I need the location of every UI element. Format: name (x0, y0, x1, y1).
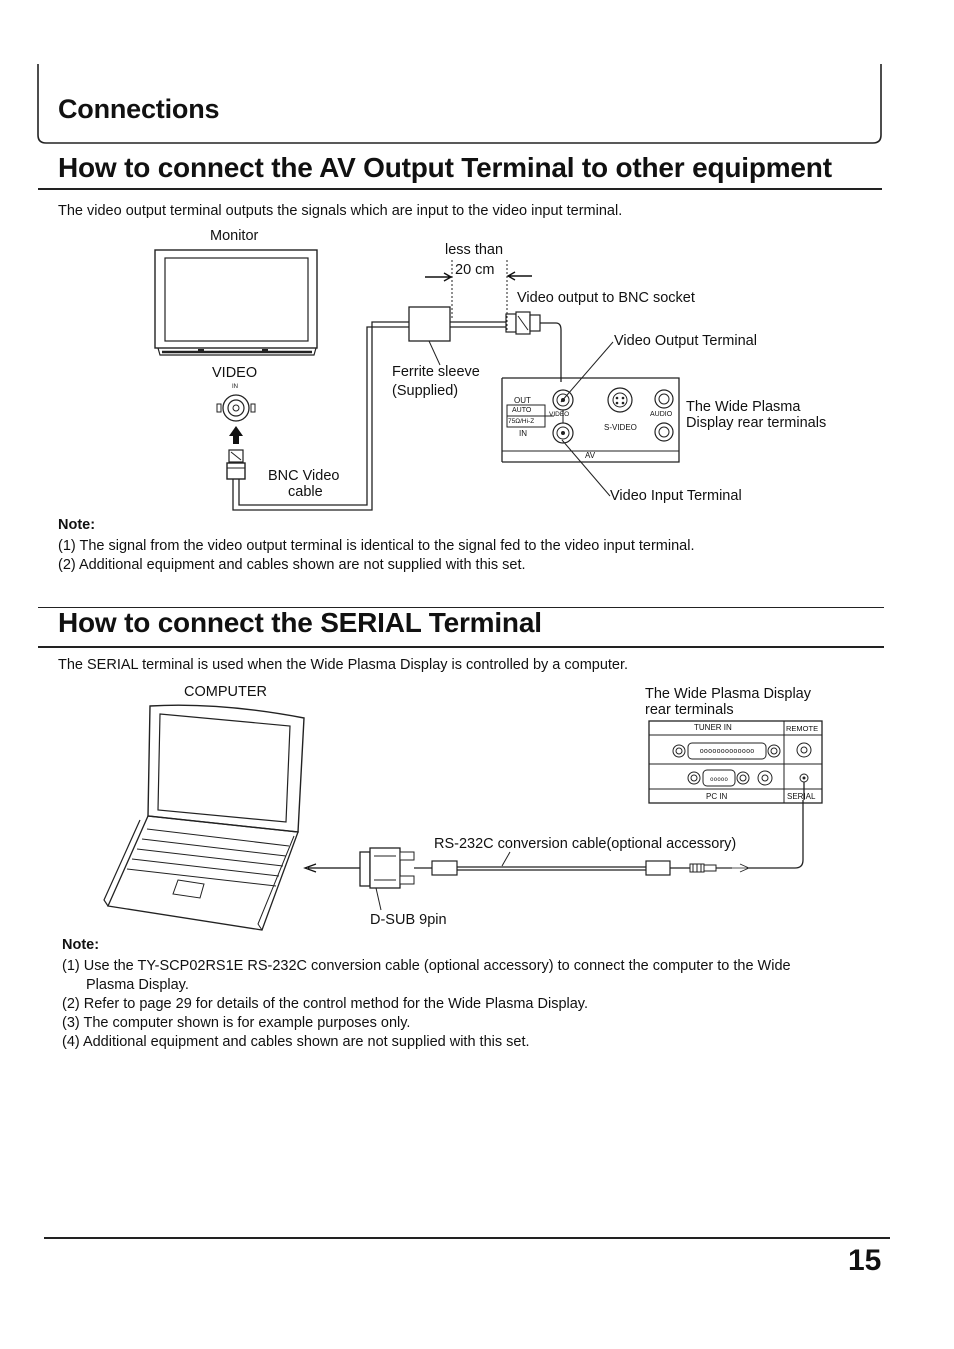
bnc-cable-label-2: cable (288, 484, 323, 500)
display-rear-label-2: Display rear terminals (686, 415, 827, 431)
remote-label: REMOTE (786, 724, 819, 733)
dim-arrow-right (506, 271, 532, 281)
video-output-terminal-label: Video Output Terminal (614, 333, 757, 349)
serial-note-1-cont: Plasma Display. (86, 977, 189, 993)
serial-section-title: How to connect the SERIAL Terminal (58, 607, 542, 638)
panel-auto-label: AUTO (512, 407, 532, 414)
video-output-bnc-label: Video output to BNC socket (517, 290, 695, 306)
serial-note-2: (2) Refer to page 29 for details of the … (62, 996, 589, 1012)
serial-note-3: (3) The computer shown is for example pu… (62, 1015, 411, 1031)
dsub-label: D-SUB 9pin (370, 912, 447, 928)
display-rear-label-1: The Wide Plasma (686, 399, 801, 415)
footer-rule (44, 1237, 890, 1239)
svg-text:ooooooooooooo: ooooooooooooo (700, 747, 755, 755)
panel-ohm-label: 75Ω/Hi-Z (508, 418, 535, 425)
bnc-cable-label-1: BNC Video (268, 468, 340, 484)
laptop-illustration (103, 704, 305, 931)
panel-svideo-label: S-VIDEO (604, 423, 637, 432)
av-rear-panel (501, 377, 680, 463)
serial-note-1: (1) Use the TY-SCP02RS1E RS-232C convers… (62, 958, 791, 974)
panel-audio-label: AUDIO (650, 411, 673, 418)
serial-note-4: (4) Additional equipment and cables show… (62, 1034, 530, 1050)
computer-label: COMPUTER (184, 684, 267, 700)
serial-top-rule (38, 607, 884, 608)
av-section-title: How to connect the AV Output Terminal to… (58, 152, 832, 183)
output-bnc-connector (505, 311, 562, 382)
serial-display-label-2: rear terminals (645, 702, 734, 718)
tuner-in-label: TUNER IN (694, 723, 732, 732)
up-arrow-icon (229, 426, 243, 444)
av-note-1: (1) The signal from the video output ter… (58, 538, 695, 554)
video-in-label: IN (232, 384, 238, 390)
av-title-rule (38, 188, 882, 190)
ferrite-label-2: (Supplied) (392, 383, 459, 399)
av-intro: The video output terminal outputs the si… (58, 203, 623, 219)
av-diagram (154, 249, 680, 511)
dsub-connector (359, 847, 415, 889)
distance-label: 20 cm (455, 262, 495, 278)
bnc-plug (226, 449, 246, 480)
serial-diagram: ooooooooooooo ooooo (103, 704, 823, 931)
serial-port-label: SERIAL (787, 792, 816, 801)
less-than-label: less than (445, 242, 504, 258)
av-note-title: Note: (58, 517, 96, 533)
serial-intro: The SERIAL terminal is used when the Wid… (58, 657, 629, 673)
video-input-terminal-label: Video Input Terminal (610, 488, 742, 504)
serial-display-label-1: The Wide Plasma Display (645, 686, 811, 702)
bnc-video-cable (232, 321, 412, 511)
header-bracket (37, 64, 882, 144)
panel-av-label: AV (585, 451, 596, 460)
ferrite-label-1: Ferrite sleeve (392, 364, 480, 380)
section-header: Connections (58, 94, 220, 124)
monitor-bnc-socket (216, 394, 256, 422)
panel-video-label: VIDEO (549, 411, 570, 418)
svg-text:ooooo: ooooo (710, 776, 728, 783)
serial-note-title: Note: (62, 937, 100, 953)
monitor-label: Monitor (210, 228, 259, 244)
monitor-illustration (154, 249, 318, 356)
left-arrow-icon (303, 863, 360, 873)
dim-arrow-left (425, 272, 453, 282)
pc-in-label: PC IN (706, 792, 728, 801)
rs232c-cable-label: RS-232C conversion cable(optional access… (434, 836, 737, 852)
page-number: 15 (848, 1244, 882, 1277)
video-label: VIDEO (212, 365, 258, 381)
panel-in-label: IN (519, 429, 527, 438)
serial-rear-panel: ooooooooooooo ooooo (648, 720, 823, 804)
serial-title-rule (38, 646, 884, 648)
av-note-2: (2) Additional equipment and cables show… (58, 557, 526, 573)
panel-out-label: OUT (514, 396, 531, 405)
ferrite-sleeve (408, 306, 451, 342)
